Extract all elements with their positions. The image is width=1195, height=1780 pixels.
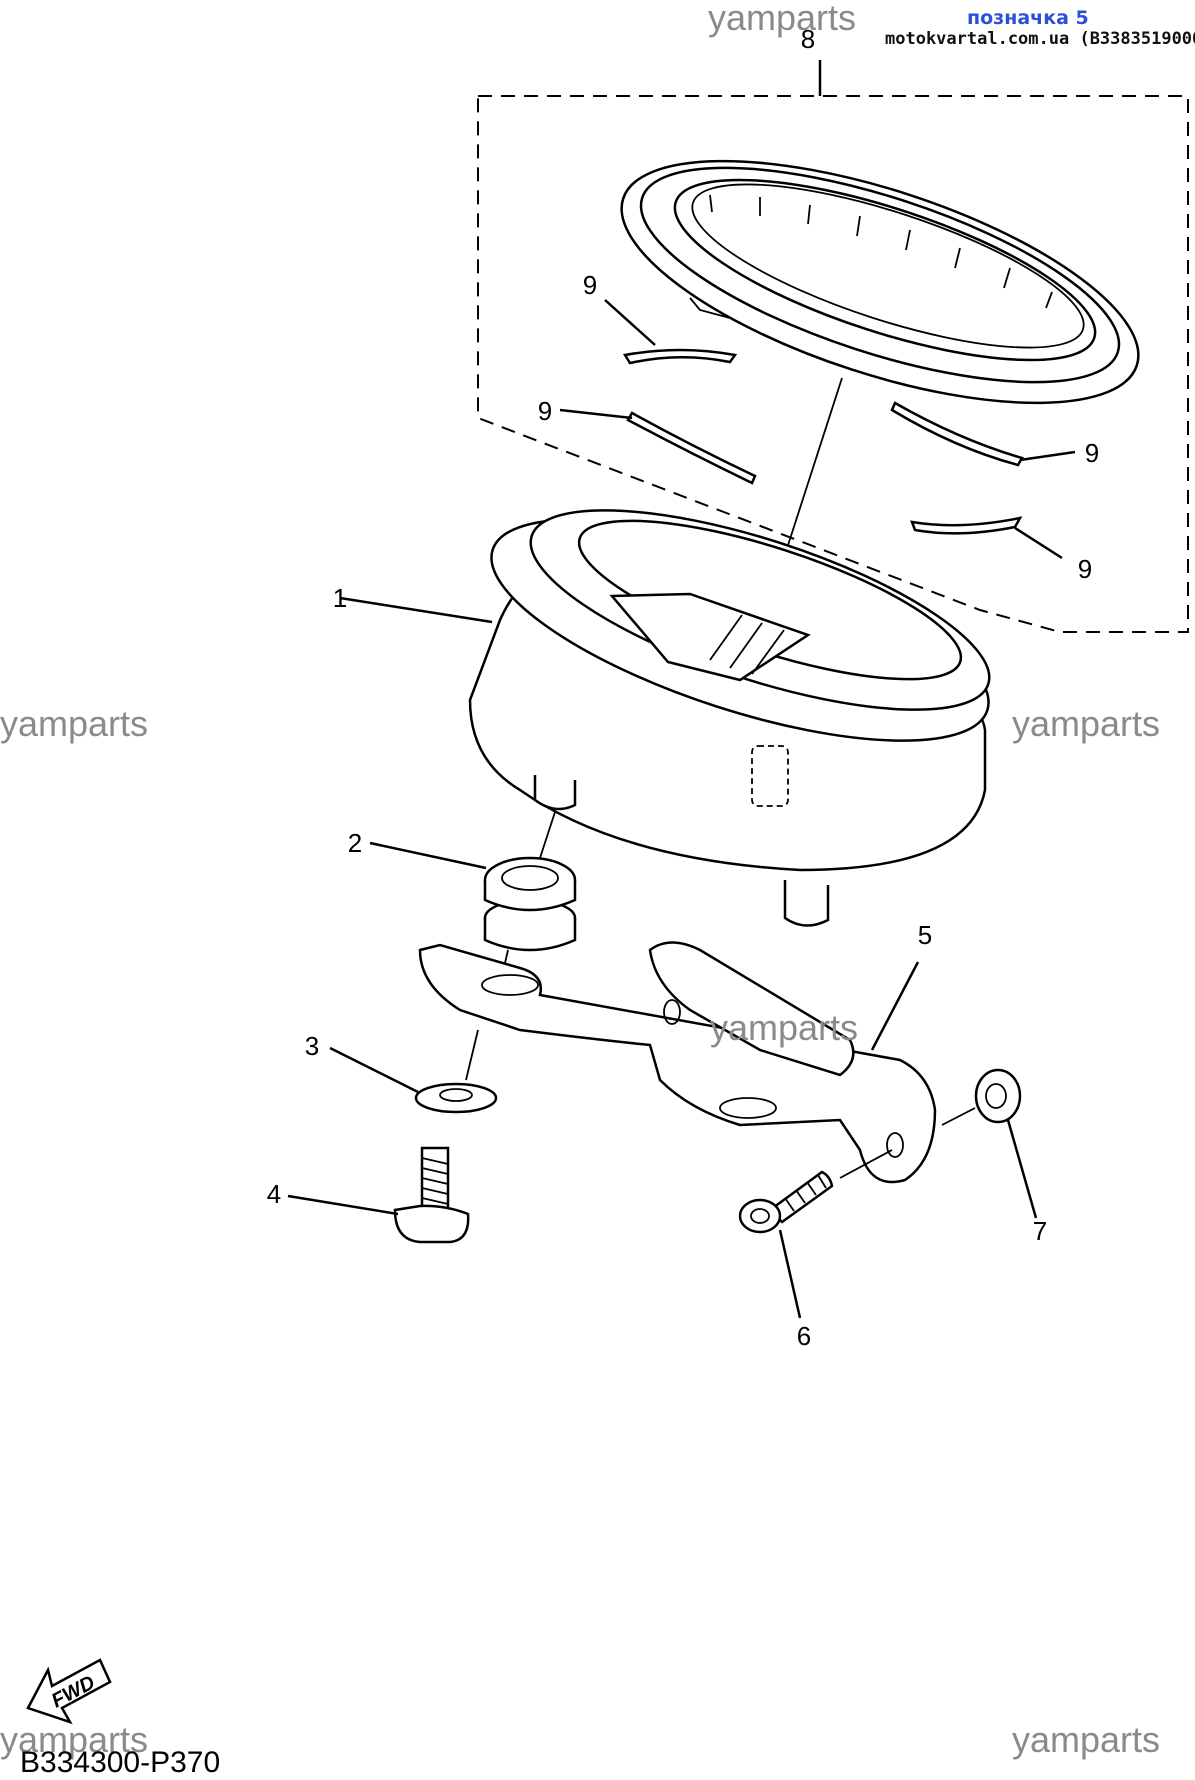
watermark-bottom-left: yamparts bbox=[0, 1719, 148, 1760]
leader-2 bbox=[369, 841, 487, 870]
reflector-strip-c bbox=[890, 401, 1024, 467]
alignment-line-bezel bbox=[779, 377, 843, 571]
callout-5: 5 bbox=[918, 920, 932, 950]
washer-3 bbox=[414, 1082, 498, 1114]
callout-3: 3 bbox=[305, 1031, 319, 1061]
leader-9a bbox=[604, 299, 656, 346]
watermark-left: yamparts bbox=[0, 703, 148, 744]
mounting-bracket bbox=[418, 941, 937, 1184]
callout-2: 2 bbox=[348, 828, 362, 858]
callout-9b: 9 bbox=[538, 396, 552, 426]
watermark-center: yamparts bbox=[710, 1007, 858, 1048]
reflector-strip-b bbox=[626, 411, 757, 485]
callout-4: 4 bbox=[267, 1179, 281, 1209]
parts-label: позначка 5 bbox=[967, 7, 1089, 29]
bolt-4 bbox=[393, 1146, 470, 1244]
alignment-line-bolt-6 bbox=[839, 1149, 893, 1179]
reflector-strip-a bbox=[622, 348, 738, 365]
callout-9a: 9 bbox=[583, 270, 597, 300]
leader-3 bbox=[329, 1046, 419, 1094]
leader-6 bbox=[778, 1229, 802, 1319]
fwd-arrow-icon: FWD bbox=[26, 1658, 112, 1725]
leader-7 bbox=[1006, 1119, 1038, 1219]
alignment-line-grommet bbox=[539, 811, 556, 859]
alignment-line-washer bbox=[465, 1029, 479, 1081]
bezel-ring bbox=[620, 159, 1140, 405]
grommet bbox=[483, 856, 577, 952]
alignment-line-washer-7 bbox=[941, 1107, 976, 1126]
callout-1: 1 bbox=[333, 583, 347, 613]
callout-9d: 9 bbox=[1078, 554, 1092, 584]
callout-8: 8 bbox=[801, 24, 815, 54]
callout-6: 6 bbox=[797, 1321, 811, 1351]
leader-5 bbox=[870, 961, 920, 1051]
leader-1 bbox=[339, 596, 493, 624]
washer-7 bbox=[974, 1068, 1022, 1124]
leader-9b bbox=[559, 408, 633, 420]
watermark-top: yamparts bbox=[708, 0, 856, 38]
callout-9c: 9 bbox=[1085, 438, 1099, 468]
leader-4 bbox=[287, 1194, 399, 1216]
watermark-bottom-right: yamparts bbox=[1012, 1719, 1160, 1760]
meter-assembly bbox=[468, 509, 991, 927]
site-reference: motokvartal.com.ua (B33835190000) bbox=[885, 29, 1195, 49]
callout-7: 7 bbox=[1033, 1216, 1047, 1246]
watermark-right: yamparts bbox=[1012, 703, 1160, 744]
diagram-reference: B334300-P370 bbox=[20, 1746, 220, 1779]
bolt-6 bbox=[738, 1170, 834, 1234]
leader-9d bbox=[1014, 526, 1063, 560]
leader-9c bbox=[1019, 450, 1076, 462]
reflector-strip-d bbox=[910, 516, 1023, 535]
